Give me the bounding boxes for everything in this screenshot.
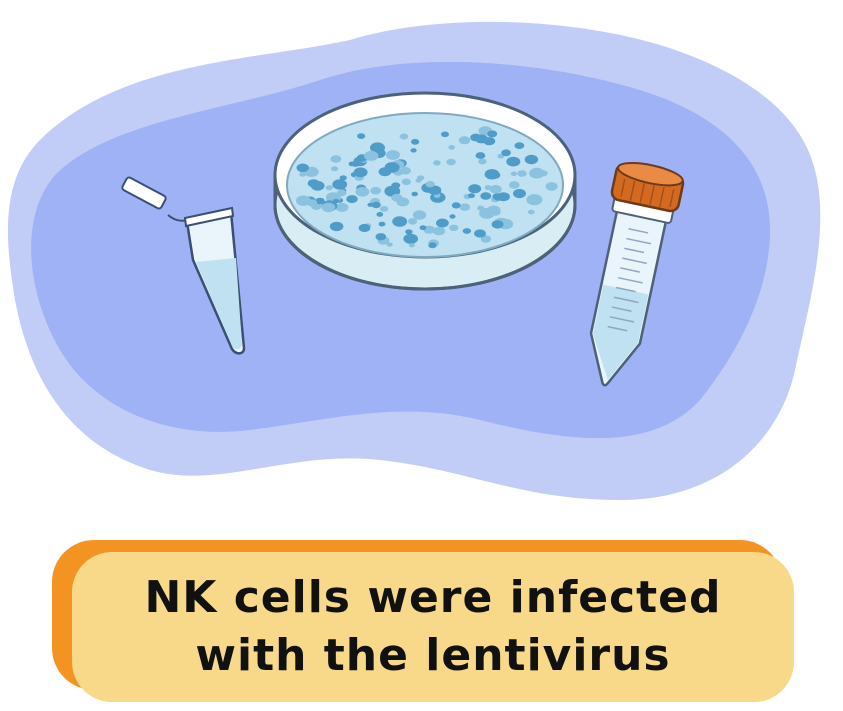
cell-colony (458, 136, 471, 145)
cell-colony (433, 160, 441, 166)
cell-colony (475, 134, 488, 144)
cell-colony (358, 223, 371, 233)
cell-colony (399, 133, 409, 140)
cell-colony (346, 195, 358, 204)
cell-colony (478, 158, 487, 165)
cell-colony (526, 194, 543, 206)
cell-colony (403, 233, 419, 244)
cell-colony (446, 158, 456, 166)
cell-colony (299, 172, 306, 177)
cell-colony (410, 148, 417, 153)
cell-colony (491, 220, 504, 229)
cell-colony (487, 130, 498, 138)
cell-colony (335, 202, 349, 212)
cell-colony (451, 202, 461, 209)
cell-colony (339, 175, 347, 181)
cell-colony (401, 178, 411, 185)
cell-colony (376, 212, 384, 217)
conical-tube (589, 161, 685, 387)
cell-colony (480, 235, 492, 243)
cell-colony (330, 155, 342, 163)
cell-colony (419, 225, 427, 231)
cell-colony (468, 184, 482, 194)
cell-colony (355, 187, 370, 197)
cell-colony (510, 171, 518, 176)
cell-colony (353, 167, 368, 178)
cell-colony (384, 162, 400, 173)
cell-colony (539, 170, 548, 177)
cell-colony (529, 167, 545, 179)
cell-colony (474, 229, 486, 238)
cell-colony (484, 185, 492, 191)
cell-colony (306, 199, 318, 207)
cell-colony (370, 186, 382, 195)
cell-colony (371, 201, 381, 209)
cell-colony (332, 179, 348, 190)
cell-colony (501, 149, 511, 157)
cell-colony (357, 133, 366, 140)
cell-colony (408, 218, 418, 225)
cell-colony (509, 181, 520, 189)
cell-colony (486, 205, 501, 215)
cell-colony (436, 218, 449, 228)
cell-colony (375, 233, 387, 241)
cell-colony (396, 197, 410, 207)
cell-colony (425, 181, 435, 188)
cell-colony (513, 188, 526, 199)
cell-colony (448, 145, 456, 150)
cell-colony (405, 229, 413, 235)
cell-colony (428, 242, 437, 249)
cell-colony (411, 138, 420, 145)
cell-colony (307, 179, 320, 188)
cell-colony (379, 206, 389, 212)
cell-colony (329, 221, 344, 232)
cell-colony (386, 150, 400, 160)
cell-colony (449, 214, 456, 219)
microcentrifuge-tube (121, 176, 246, 355)
cell-colony (475, 152, 486, 159)
cell-colony (477, 205, 485, 211)
cell-colony (492, 193, 502, 200)
cell-colony (348, 161, 356, 167)
cell-colony (527, 209, 535, 215)
cell-colony (484, 169, 500, 180)
cell-colony (315, 197, 325, 205)
cell-colony (480, 192, 492, 200)
cell-colony (321, 202, 336, 213)
petri-dish (273, 91, 577, 291)
caption-text: NK cells were infected with the lentivir… (144, 572, 722, 681)
cell-colony (378, 221, 386, 227)
cell-colony (427, 185, 442, 195)
cell-colony (468, 193, 475, 199)
cell-colony (514, 142, 525, 150)
cell-colony (417, 175, 425, 181)
cell-colony (412, 210, 427, 220)
cell-colony (325, 185, 333, 191)
cell-colony (524, 154, 539, 165)
caption-box: NK cells were infected with the lentivir… (52, 540, 794, 704)
cell-colony (489, 184, 502, 194)
cell-colony (433, 226, 446, 236)
cell-colony (545, 182, 558, 191)
cell-colony (517, 170, 527, 177)
cell-colony (411, 191, 419, 197)
cell-colony (449, 224, 459, 231)
cell-colony (336, 189, 347, 197)
cell-colony (408, 243, 415, 248)
cell-colony (392, 216, 408, 227)
cell-colony (296, 163, 309, 173)
cell-colony (364, 150, 379, 161)
caption-panel: NK cells were infected with the lentivir… (72, 552, 794, 702)
cell-colony (386, 242, 393, 247)
cell-colony (331, 166, 339, 172)
cell-colony (333, 198, 340, 204)
cell-colony (459, 203, 471, 211)
cell-colony (441, 131, 449, 138)
cell-colony (506, 156, 521, 167)
cell-colonies (296, 126, 558, 249)
cell-colony (462, 228, 472, 234)
